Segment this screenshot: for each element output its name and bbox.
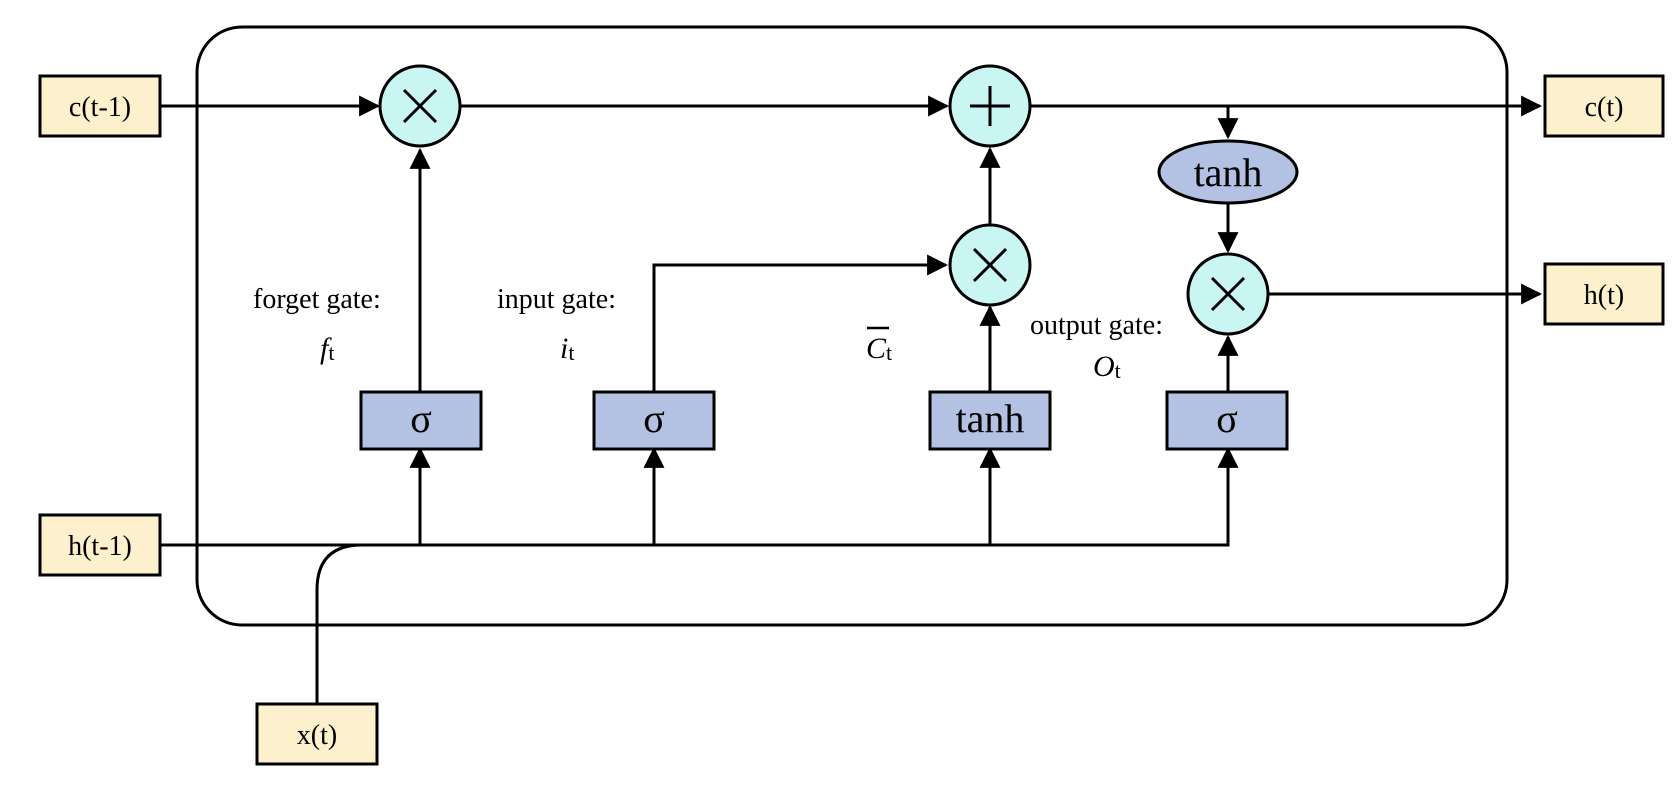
ct-box: c(t)	[1543, 74, 1665, 138]
forget-gate-box: σ	[359, 390, 483, 451]
candidate-symbol: Ct	[866, 332, 892, 365]
candidate-multiply-icon	[948, 223, 1032, 307]
x-box: x(t)	[255, 702, 379, 766]
ht-label: h(t)	[1584, 280, 1624, 311]
forget-multiply-icon	[378, 64, 462, 148]
hprev-label: h(t-1)	[68, 531, 132, 562]
ht-box: h(t)	[1543, 262, 1665, 326]
forget-gate-symbol: ft	[320, 332, 334, 365]
input-gate-symbol: it	[560, 332, 574, 365]
output-multiply-icon	[1186, 252, 1270, 336]
x-label: x(t)	[297, 720, 337, 751]
candidate-box: tanh	[928, 390, 1052, 451]
cell-tanh: tanh	[1157, 139, 1299, 205]
cprev-label: c(t-1)	[69, 92, 131, 123]
candidate-activation: tanh	[956, 396, 1025, 441]
output-gate-caption: output gate:	[1030, 310, 1163, 341]
output-gate-symbol: Ot	[1093, 350, 1121, 383]
cprev-box: c(t-1)	[38, 74, 162, 138]
output-gate-box: σ	[1165, 390, 1289, 451]
wire-hprev-bus	[160, 446, 1239, 547]
add-icon	[948, 64, 1032, 148]
hprev-box: h(t-1)	[38, 513, 162, 577]
cell-tanh-label: tanh	[1194, 150, 1263, 195]
input-gate-box: σ	[592, 390, 716, 451]
forget-gate-activation: σ	[410, 396, 432, 441]
forget-gate-caption: forget gate:	[253, 284, 381, 315]
input-gate-activation: σ	[643, 396, 665, 441]
cell-frame	[195, 25, 1509, 627]
wire-x-to-bus	[315, 543, 363, 704]
wire-input-sigma-to-mul	[652, 254, 949, 392]
input-gate-caption: input gate:	[497, 284, 616, 315]
output-gate-activation: σ	[1216, 396, 1238, 441]
ct-label: c(t)	[1585, 92, 1624, 123]
